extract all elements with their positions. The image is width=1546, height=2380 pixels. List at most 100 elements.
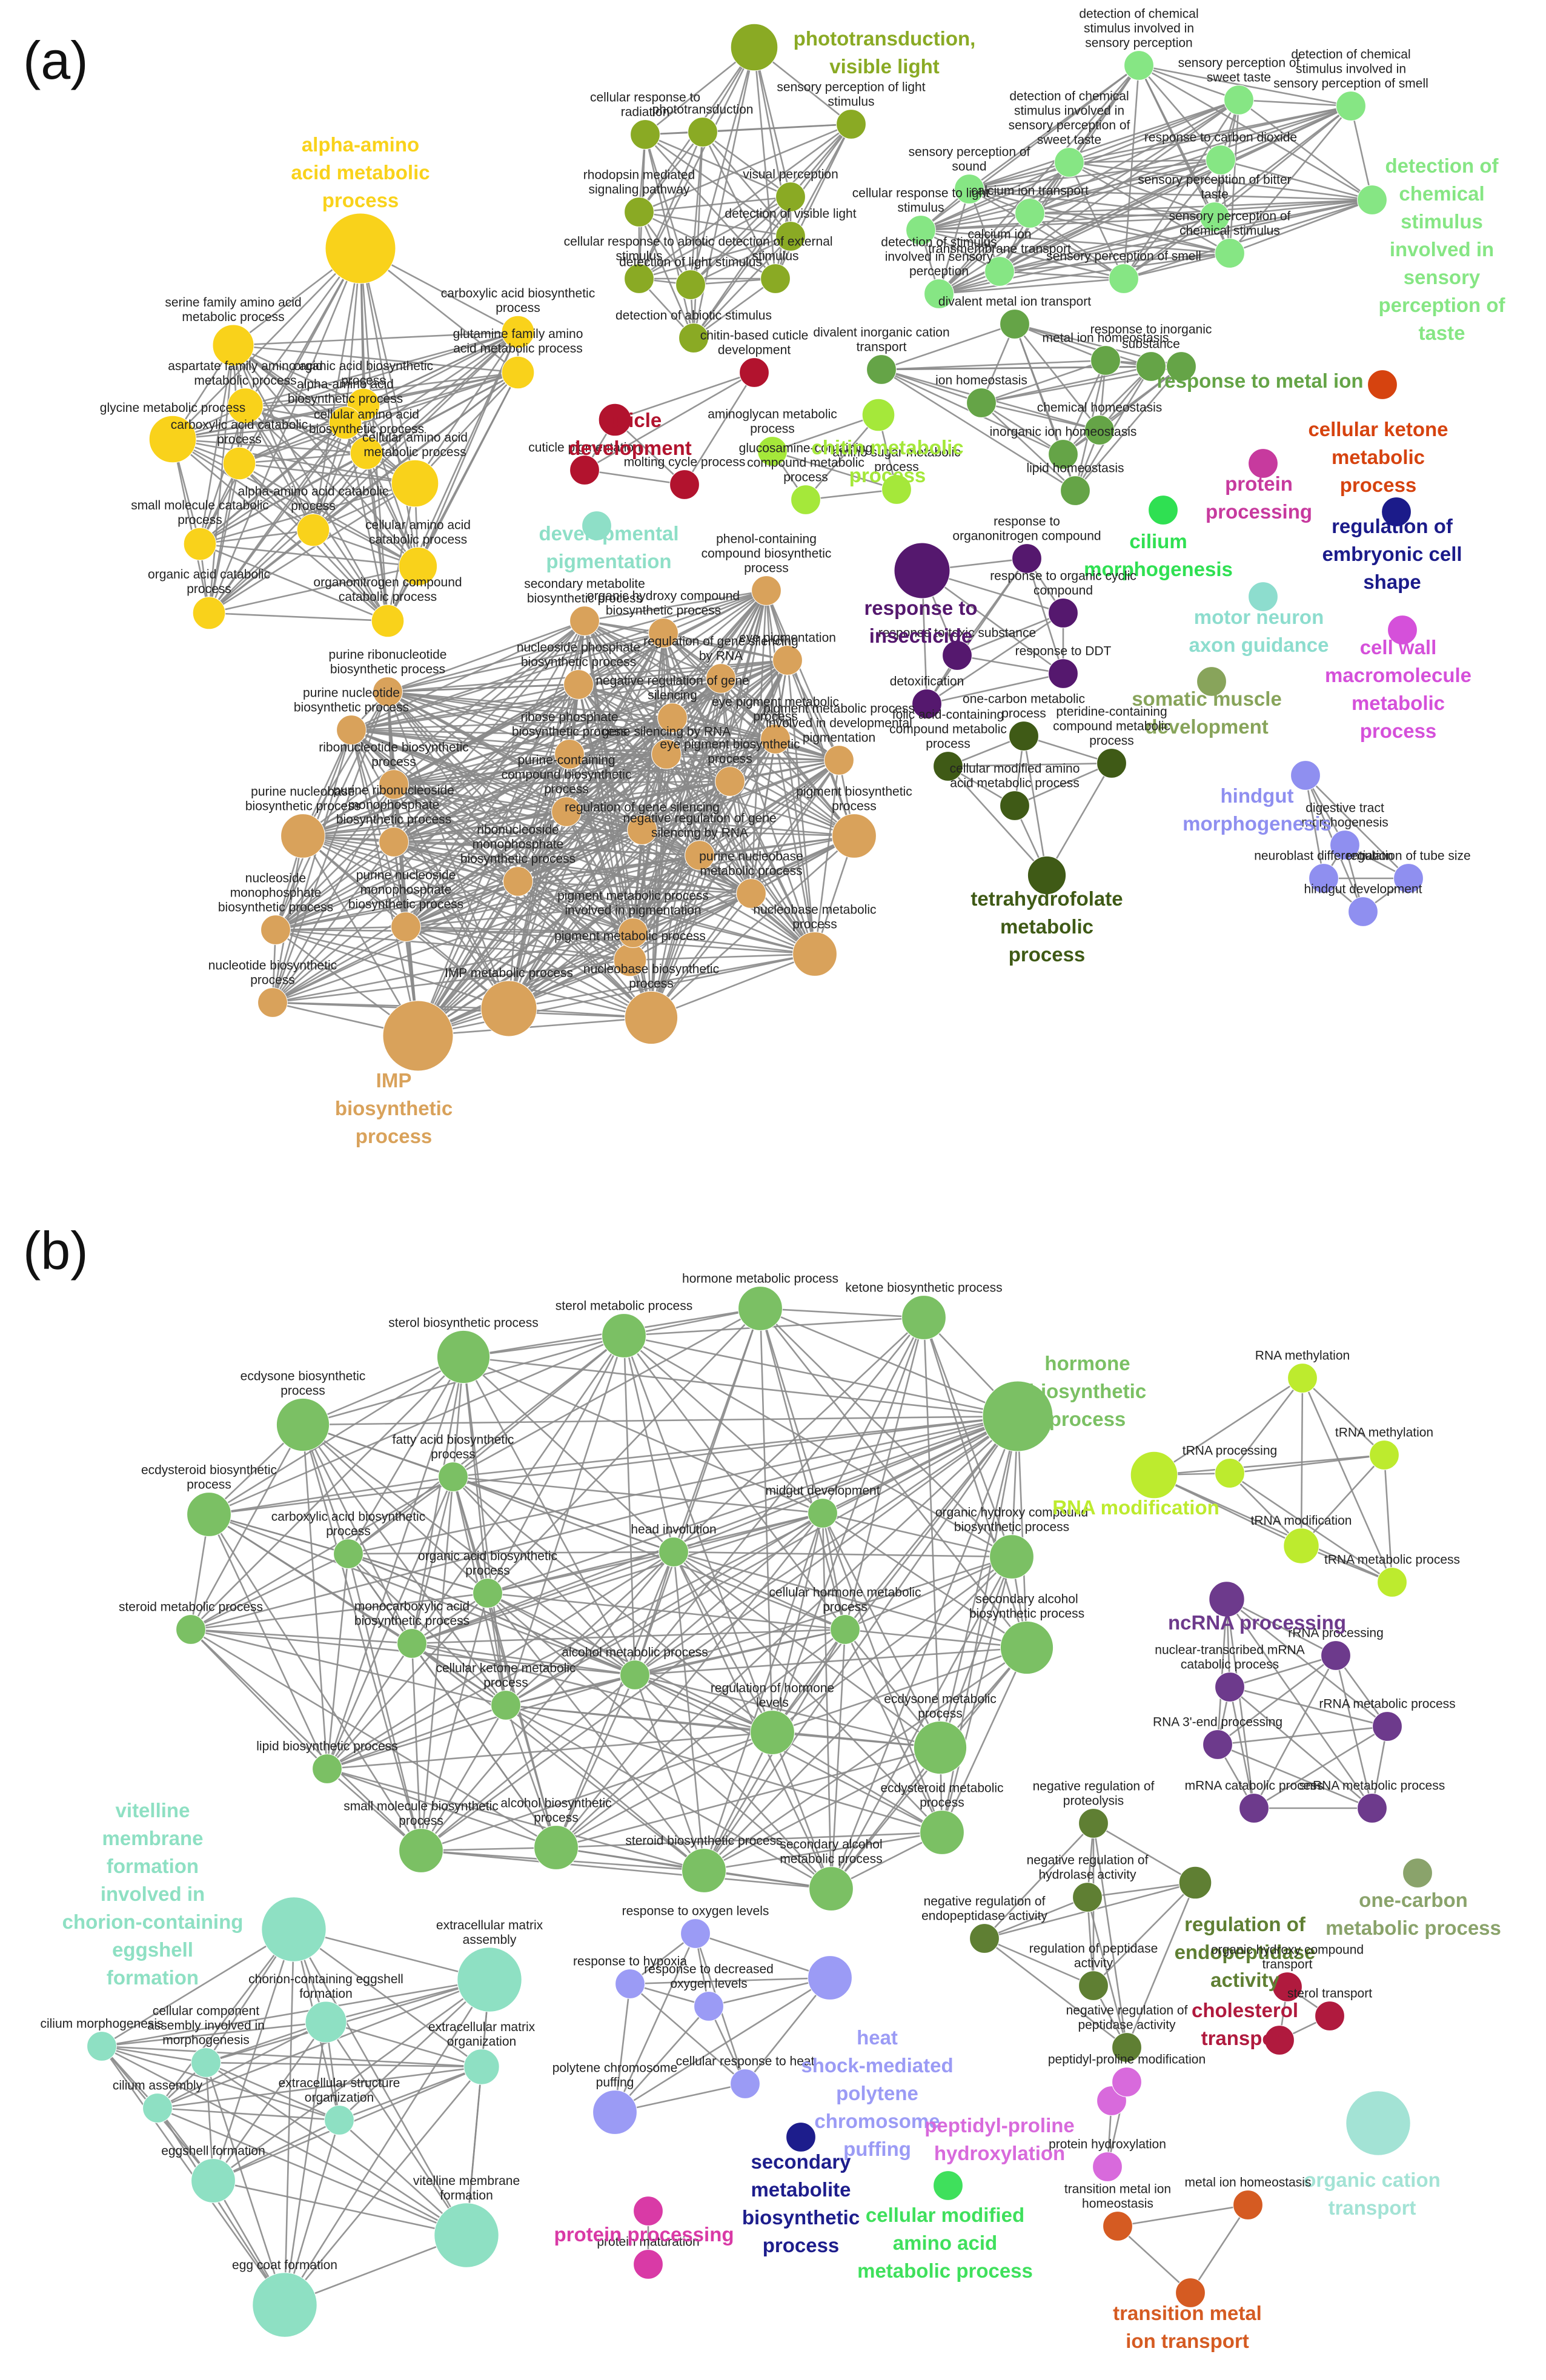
network-edge bbox=[1229, 105, 1352, 254]
network-edge bbox=[1138, 64, 1239, 101]
network-edge bbox=[1226, 1599, 1255, 1809]
network-edge bbox=[1069, 105, 1352, 164]
network-edge bbox=[487, 1308, 761, 1594]
network-edge bbox=[744, 1977, 831, 2084]
node-ion-homeostasis bbox=[966, 388, 997, 418]
network-edge bbox=[486, 1593, 557, 1848]
network-edge bbox=[1300, 1377, 1304, 1546]
node-label-eye-pigmentation: eye pigmentation bbox=[739, 631, 836, 645]
node-amino-sugar-metabolic-process bbox=[881, 474, 912, 505]
node-response-to-inorganic-substance bbox=[1136, 351, 1166, 382]
network-edge bbox=[208, 331, 519, 614]
cluster-title-b_rna: RNA modification bbox=[1052, 1496, 1219, 1519]
node-response-to-oxygen-levels bbox=[680, 1918, 711, 1949]
node-rna-3-end-processing bbox=[1203, 1729, 1233, 1760]
network-edge bbox=[420, 1849, 832, 1890]
network-edge bbox=[623, 1335, 675, 1553]
network-edge bbox=[302, 1424, 422, 1851]
network-edge bbox=[969, 99, 1239, 190]
node-glycine-metabolic-process bbox=[148, 415, 197, 463]
network-edge bbox=[411, 1592, 488, 1645]
network-edge bbox=[772, 414, 879, 452]
network-edge bbox=[339, 1979, 490, 2121]
network-edge bbox=[326, 1643, 413, 1769]
node-label-alcohol-metabolic-process: alcohol metabolic process bbox=[562, 1646, 708, 1660]
node-regulation-of-hormone-levels bbox=[750, 1710, 795, 1755]
network-edge bbox=[569, 753, 731, 783]
network-edge bbox=[190, 1553, 349, 1631]
network-edge bbox=[1123, 199, 1373, 280]
network-edge bbox=[348, 1476, 454, 1555]
network-edge bbox=[486, 1593, 507, 1706]
node-digestive-tract-morphogenesis bbox=[1330, 830, 1360, 860]
node-label-protein-maturation: protein maturation bbox=[597, 2235, 699, 2249]
network-edge bbox=[790, 124, 852, 197]
network-edge bbox=[517, 684, 580, 882]
network-edge bbox=[566, 590, 767, 812]
network-edge bbox=[172, 439, 388, 622]
node-eye-pigmentation bbox=[772, 645, 803, 675]
network-edge bbox=[957, 612, 1064, 657]
network-edge bbox=[208, 1476, 454, 1516]
network-edge bbox=[683, 372, 755, 485]
network-edge bbox=[666, 753, 840, 761]
network-edge bbox=[750, 660, 789, 894]
network-edge bbox=[157, 2107, 467, 2236]
network-edge bbox=[632, 781, 731, 933]
network-edge bbox=[623, 1307, 761, 1337]
network-edge bbox=[517, 659, 788, 883]
node-regulation-of-peptidase-activity bbox=[1078, 1971, 1109, 2001]
network-edge bbox=[275, 929, 652, 1019]
node-purine-nucleotide-biosynthetic-process bbox=[336, 715, 367, 745]
node-response-to-ddt bbox=[1048, 658, 1078, 689]
node-vitelline-membrane-formation bbox=[434, 2203, 499, 2268]
network-edge bbox=[805, 488, 897, 501]
network-edge bbox=[830, 1416, 1019, 1889]
network-edge bbox=[947, 766, 1047, 876]
node-label-detection-of-abiotic-stimulus: detection of abiotic stimulus bbox=[615, 309, 772, 323]
node-cellular-modified-amino-acid-metabolic-process bbox=[933, 2170, 963, 2201]
network-edge bbox=[702, 131, 791, 198]
network-edge bbox=[1086, 1897, 1128, 2048]
network-edge bbox=[1117, 2226, 1191, 2293]
node-rrna-processing bbox=[1321, 1640, 1351, 1671]
node-hormone-metabolic-process bbox=[738, 1286, 783, 1331]
network-edge bbox=[172, 438, 416, 485]
node-hindgut-development bbox=[1348, 897, 1378, 927]
network-edge bbox=[634, 1674, 943, 1834]
node-label-rna-3-end-processing: RNA 3'-end processing bbox=[1153, 1715, 1282, 1729]
network-edge bbox=[760, 1308, 1012, 1557]
node-sensory-perception-of-sweet-taste bbox=[1224, 85, 1254, 115]
network-edge bbox=[199, 345, 234, 545]
node-rhodopsin-mediated-signaling-pathway bbox=[624, 197, 654, 227]
network-edge bbox=[1138, 65, 1221, 161]
panel-a-edges bbox=[171, 46, 1409, 1037]
network-edge bbox=[760, 1307, 1018, 1417]
network-edge bbox=[614, 2006, 709, 2113]
network-edge bbox=[508, 829, 643, 1009]
network-edge bbox=[671, 590, 768, 718]
network-edge bbox=[822, 1512, 1012, 1558]
node-response-to-insecticide bbox=[894, 542, 950, 599]
node-label-cilium-assembly: cilium assembly bbox=[113, 2079, 203, 2093]
network-edge bbox=[634, 1513, 823, 1676]
network-edge bbox=[101, 2045, 340, 2121]
node-lipid-homeostasis bbox=[1060, 476, 1090, 506]
network-edge bbox=[347, 1553, 422, 1851]
node-nuclear-transcribed-mrna-catabolic-process bbox=[1215, 1672, 1245, 1702]
network-edge bbox=[623, 1316, 924, 1337]
